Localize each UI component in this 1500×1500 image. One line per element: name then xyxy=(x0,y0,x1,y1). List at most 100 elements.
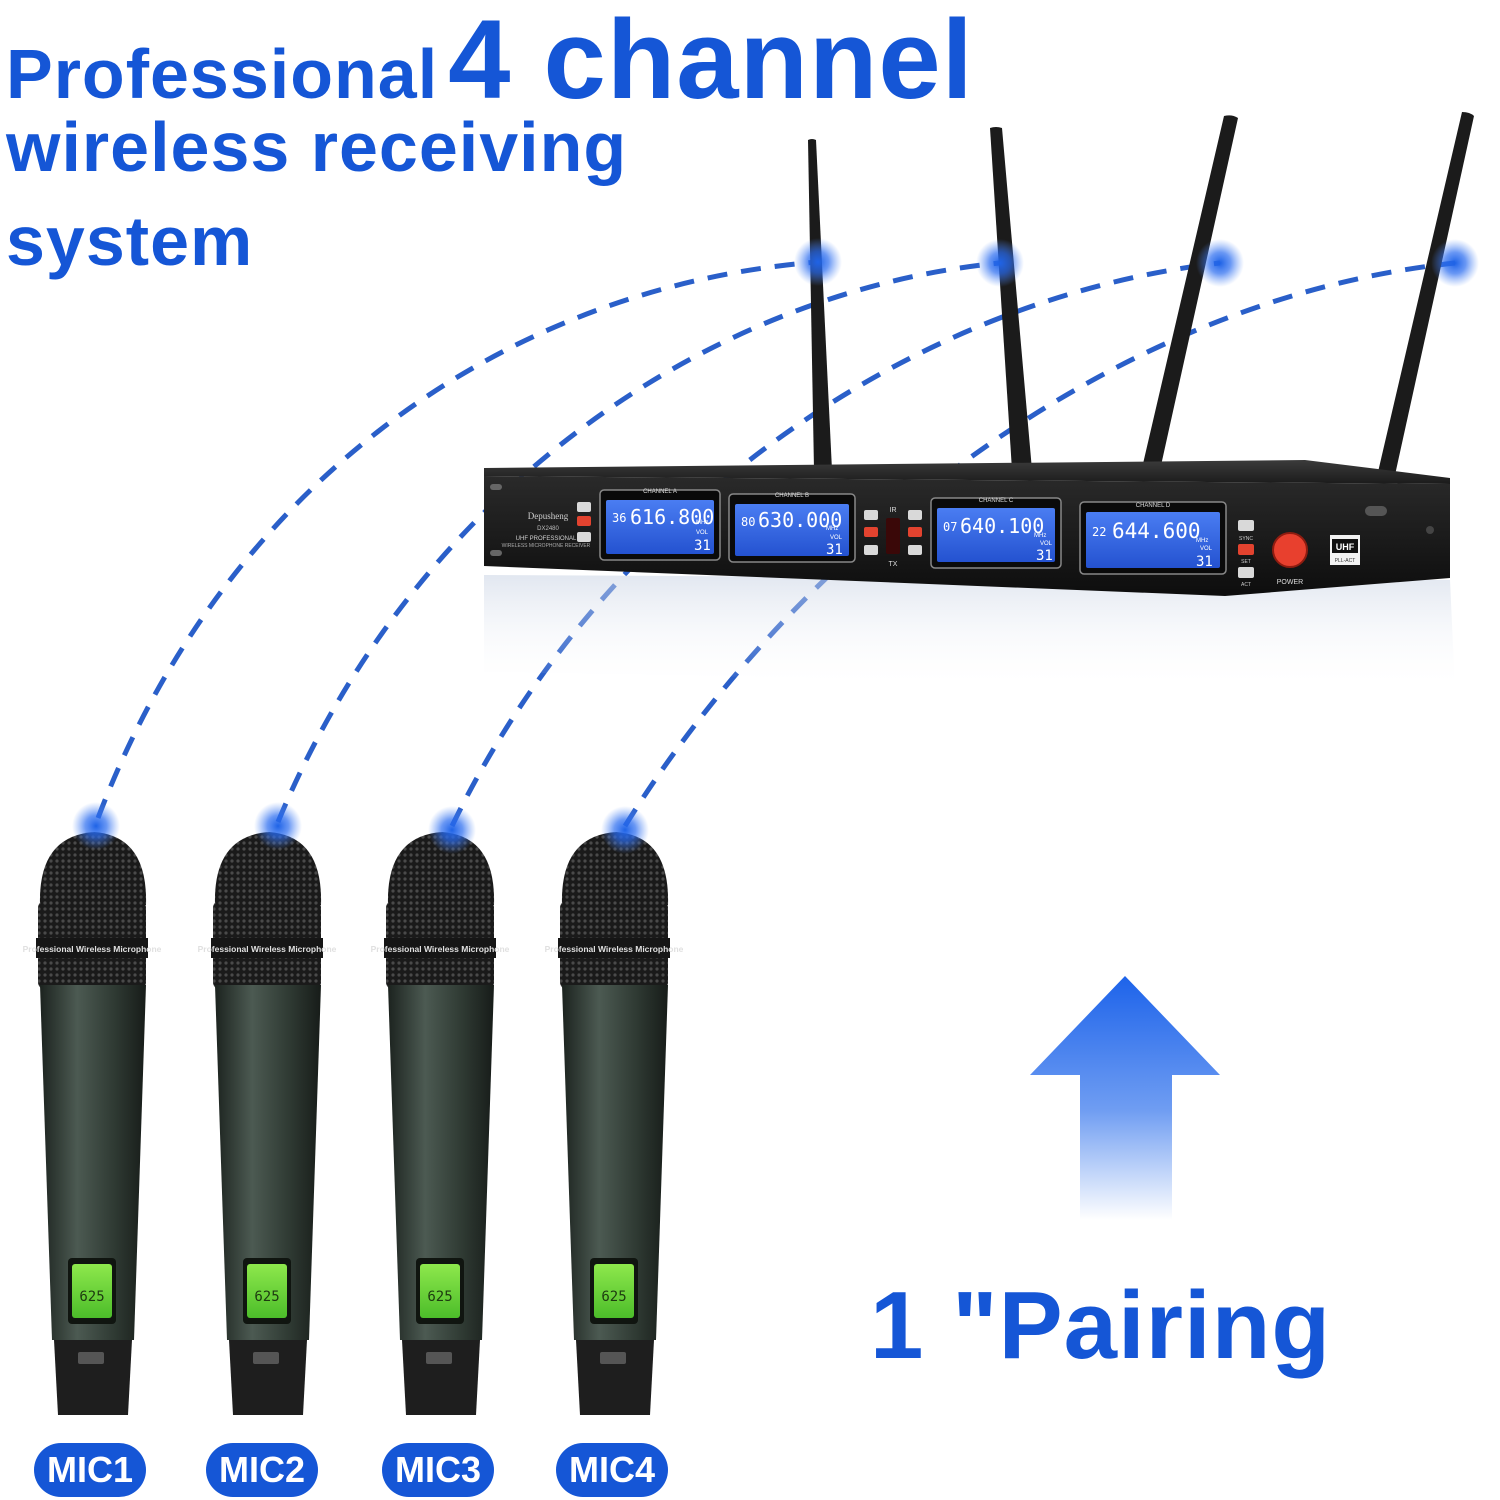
act-button-c[interactable] xyxy=(908,545,922,555)
channel-freq-c: 640.100 xyxy=(960,514,1044,538)
sync-button-c[interactable] xyxy=(908,510,922,520)
receiver-reflection xyxy=(484,575,1455,690)
glow-dot-antenna-4 xyxy=(1431,239,1479,287)
channel-vol-label-a: VOL xyxy=(696,530,709,536)
mic-glow-points xyxy=(72,802,649,854)
signal-arc-1 xyxy=(95,259,819,819)
microphone-3: Professional Wireless Microphone 625 xyxy=(371,832,510,1415)
set-button-d[interactable] xyxy=(1238,544,1254,555)
channel-name-c: CHANNEL C xyxy=(979,498,1014,504)
channel-name-d: CHANNEL D xyxy=(1136,503,1171,509)
mic-label-badge-4: MIC4 xyxy=(556,1443,668,1497)
mic-label-badge-2: MIC2 xyxy=(206,1443,318,1497)
up-arrow-icon xyxy=(1030,976,1220,1220)
sync-button-d[interactable] xyxy=(1238,520,1254,531)
antenna-3 xyxy=(1142,115,1238,470)
channel-vol-c: 31 xyxy=(1036,548,1053,564)
set-button-a[interactable] xyxy=(577,516,591,526)
channel-vol-label-b: VOL xyxy=(830,535,843,541)
glow-dot-antenna-1 xyxy=(794,238,842,286)
glow-dot-antenna-3 xyxy=(1196,239,1244,287)
antenna-2 xyxy=(990,127,1032,470)
ir-label: IR xyxy=(890,507,897,514)
rack-ear-slot-bottom xyxy=(490,550,502,556)
sync-button-a[interactable] xyxy=(577,502,591,512)
headline-line-2: wireless receiving xyxy=(6,108,628,186)
microphone-1: Professional Wireless Microphone 625 xyxy=(23,832,162,1415)
antenna-4 xyxy=(1378,112,1474,475)
channel-screen-d: CHANNEL D 22 644.600 MHz VOL 31 xyxy=(1079,501,1227,575)
channel-screen-c: CHANNEL C 07 640.100 MHz VOL 31 xyxy=(930,497,1062,569)
rack-ear-slot-top xyxy=(490,484,502,490)
ir-window xyxy=(886,518,900,554)
channel-unit-a: MHz xyxy=(696,520,708,526)
glow-dot-mic-4 xyxy=(601,806,649,854)
act-button-b[interactable] xyxy=(864,545,878,555)
microphone-4: Professional Wireless Microphone 625 xyxy=(545,832,684,1415)
act-label-d: ACT xyxy=(1241,582,1251,588)
signal-arcs xyxy=(95,259,1456,828)
set-button-b[interactable] xyxy=(864,527,878,537)
center-control-group: IR TX xyxy=(864,507,922,568)
act-button-d[interactable] xyxy=(1238,567,1254,578)
mic-lcd-value-4: 625 xyxy=(601,1289,626,1305)
channel-vol-a: 31 xyxy=(694,538,711,554)
channel-freq-d: 644.600 xyxy=(1112,519,1201,543)
channel-chan-a: 36 xyxy=(612,511,626,525)
headline-line-1: Professional4 channel xyxy=(6,4,974,116)
power-button[interactable] xyxy=(1272,532,1308,568)
mic-lcd-value-2: 625 xyxy=(254,1289,279,1305)
headline-word-professional: Professional xyxy=(6,35,439,113)
channel-name-a: CHANNEL A xyxy=(643,489,677,495)
channel-vol-label-c: VOL xyxy=(1040,541,1053,547)
receiver-model: DX2480 xyxy=(537,526,559,532)
channel-unit-c: MHz xyxy=(1034,533,1046,539)
pairing-tagline: 1 "Pairing xyxy=(870,1272,1331,1379)
mic-label-badge-3: MIC3 xyxy=(382,1443,494,1497)
channel-name-b: CHANNEL B xyxy=(775,493,809,499)
headline-word-4-channel: 4 channel xyxy=(448,0,974,122)
channel-chan-c: 07 xyxy=(943,520,957,534)
act-button-a[interactable] xyxy=(577,532,591,542)
channel-vol-label-d: VOL xyxy=(1200,546,1213,552)
microphone-2: Professional Wireless Microphone 625 xyxy=(198,832,337,1415)
signal-arc-3 xyxy=(449,260,1221,828)
glow-dot-antenna-2 xyxy=(976,239,1024,287)
glow-dot-mic-3 xyxy=(428,806,476,854)
button-group-d: SYNC SET ACT xyxy=(1238,520,1254,588)
channel-screen-b: CHANNEL B 80 630.000 MHz VOL 31 xyxy=(728,493,856,563)
rack-ear-slot-right xyxy=(1365,506,1387,516)
rack-screw-right xyxy=(1426,526,1434,534)
receiver-subtitle-2: WIRELESS MICROPHONE RECEIVER xyxy=(502,543,591,549)
channel-unit-d: MHz xyxy=(1196,538,1208,544)
antenna-glow-points xyxy=(794,238,1479,287)
mic-band-text-3: Professional Wireless Microphone xyxy=(371,944,510,954)
pll-label: PLL-ACT xyxy=(1335,558,1356,564)
channel-chan-b: 80 xyxy=(741,515,755,529)
channel-screen-a: CHANNEL A 36 616.800 MHz VOL 31 xyxy=(599,489,721,561)
headline-line-3: system xyxy=(6,202,254,280)
receiver-unit: Depusheng DX2480 UHF PROFESSIONAL WIRELE… xyxy=(484,460,1450,596)
signal-arc-4 xyxy=(622,260,1456,828)
antennas xyxy=(808,112,1474,475)
button-group-a xyxy=(577,502,591,542)
headline: Professional4 channel wireless receiving… xyxy=(6,4,974,300)
receiver-brand: Depusheng xyxy=(528,511,569,521)
channel-unit-b: MHz xyxy=(826,526,838,532)
tx-label: TX xyxy=(889,561,898,568)
channel-freq-b: 630.000 xyxy=(758,508,842,532)
mic-label-badge-1: MIC1 xyxy=(34,1443,146,1497)
mic-band-text-4: Professional Wireless Microphone xyxy=(545,944,684,954)
mic-lcd-value-1: 625 xyxy=(79,1289,104,1305)
mic-band-text-1: Professional Wireless Microphone xyxy=(23,944,162,954)
antenna-1 xyxy=(808,139,832,470)
channel-vol-d: 31 xyxy=(1196,554,1213,570)
mic-band-text-2: Professional Wireless Microphone xyxy=(198,944,337,954)
sync-label-d: SYNC xyxy=(1239,536,1253,542)
channel-chan-d: 22 xyxy=(1092,525,1106,539)
sync-button-b[interactable] xyxy=(864,510,878,520)
glow-dot-mic-2 xyxy=(254,802,302,850)
channel-vol-b: 31 xyxy=(826,542,843,558)
set-button-c[interactable] xyxy=(908,527,922,537)
